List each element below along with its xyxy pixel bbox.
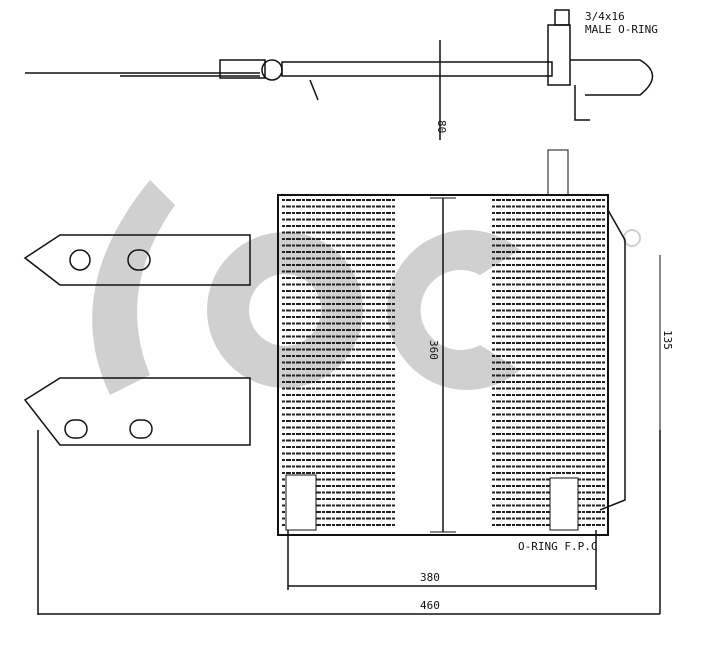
overall-width-dimension: 460	[420, 599, 440, 612]
dimension-lines	[38, 430, 661, 615]
lower-fitting-label: O-RING F.P.C	[518, 540, 597, 553]
mounting-brackets	[23, 234, 251, 615]
core-height-dimension: 360	[427, 340, 440, 360]
pipe-offset-dimension: 80	[435, 120, 448, 133]
pipe-assembly	[25, 9, 654, 140]
fitting-type-label: MALE O-RING	[585, 23, 658, 36]
condenser-core	[277, 149, 661, 536]
core-width-dimension: 380	[420, 571, 440, 584]
fitting-size-label: 3/4x16	[585, 10, 625, 23]
side-height-dimension: 135	[661, 330, 674, 350]
